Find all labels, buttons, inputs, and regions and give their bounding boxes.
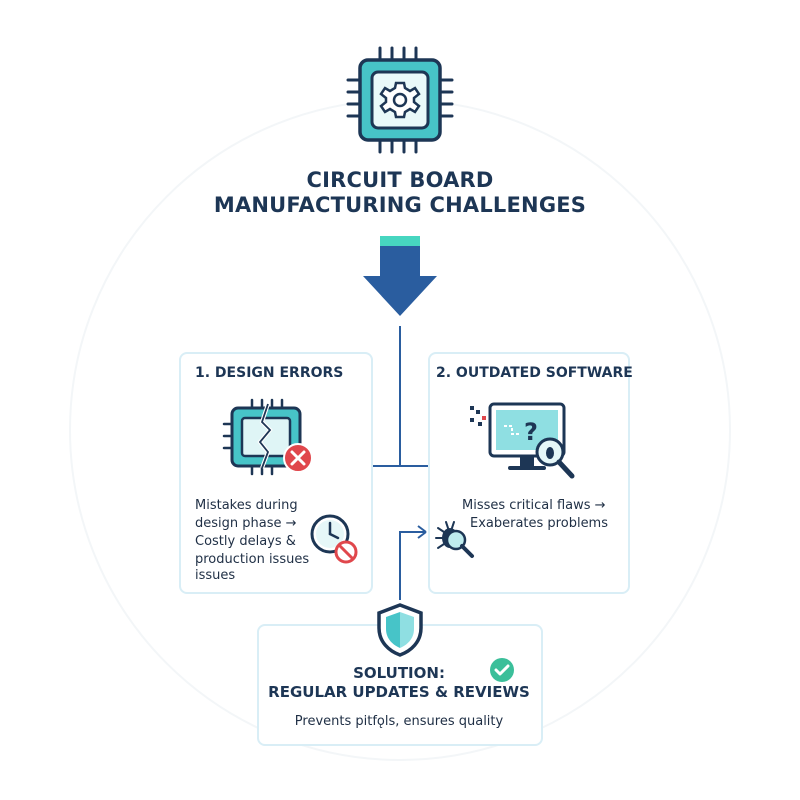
page-title-line1: CIRCUIT BOARD: [306, 168, 494, 192]
main-down-arrow: [363, 246, 437, 316]
solution-title-line1: SOLUTION:: [353, 664, 445, 682]
page-title-line2: MANUFACTURING CHALLENGES: [213, 193, 587, 217]
design-errors-line-4: production issues: [195, 552, 310, 567]
design-errors-heading: 1. DESIGN ERRORS: [195, 365, 344, 381]
broken-chip-icon: [222, 398, 313, 476]
solution-feedback-arrow: [399, 531, 426, 600]
bug-magnifier-icon: [435, 521, 474, 558]
design-errors-line-3: Costly delays &: [195, 534, 296, 549]
design-errors-line-5: issues: [195, 568, 236, 583]
chip-gear-icon: [346, 46, 454, 154]
outdated-software-line-1: Misses critical flaws →: [462, 498, 606, 513]
check-circle-icon: [490, 658, 514, 682]
shield-icon: [377, 603, 423, 657]
solution-description: Prevents pitfǫls, ensures quality: [294, 714, 504, 729]
svg-text:?: ?: [524, 418, 538, 446]
monitor-question-icon: ?: [470, 402, 575, 479]
clock-blocked-icon: [310, 514, 358, 564]
solution-title-line2: REGULAR UPDATES & REVIEWS: [268, 683, 530, 701]
outdated-software-line-2: Exaberates problems: [470, 516, 608, 531]
feedback-arrow-head: [417, 525, 427, 539]
outdated-software-heading: 2. OUTDATED SOFTWARE: [436, 365, 633, 381]
outdated-software-card: [428, 352, 630, 594]
design-errors-line-2: design phase →: [195, 516, 297, 531]
arrow-cap: [380, 236, 420, 246]
design-errors-line-1: Mistakes during: [195, 498, 298, 513]
